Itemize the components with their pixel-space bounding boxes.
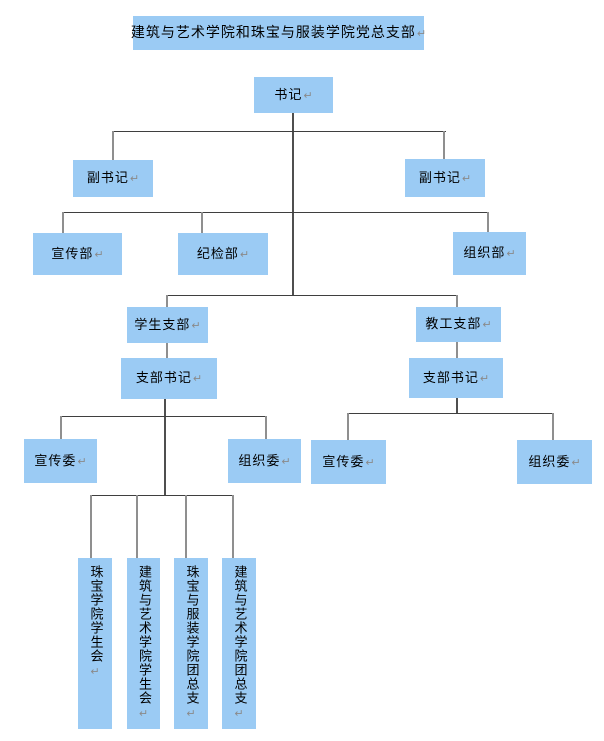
vertical-text: 珠宝与服装学院团总支 ↵ bbox=[183, 565, 199, 722]
paragraph-mark-icon: ↵ bbox=[482, 318, 492, 331]
connector-drop-jewelry-student-union bbox=[90, 495, 92, 558]
node-discipline-inspection-dept-label: 纪检部 bbox=[196, 246, 239, 262]
connector-drop-organization-dept bbox=[487, 212, 489, 232]
node-organization-dept: 组织部↵ bbox=[453, 232, 526, 275]
paragraph-mark-icon: ↵ bbox=[77, 454, 87, 468]
connector-rail-level3 bbox=[63, 212, 489, 213]
connector-drop-staff-propaganda bbox=[347, 413, 349, 440]
chart-title-label: 建筑与艺术学院和珠宝与服装学院党总支部 bbox=[130, 25, 416, 41]
paragraph-mark-icon: ↵ bbox=[571, 455, 581, 469]
node-arch-art-league-branch-label: 建筑与艺术学院团总支 bbox=[231, 565, 247, 705]
connector-rail-staff-committees bbox=[348, 413, 553, 414]
connector-drop-propaganda-dept bbox=[62, 212, 64, 233]
connector-spine-center bbox=[292, 113, 294, 296]
connector-rail-level2 bbox=[113, 131, 446, 132]
node-arch-art-student-union-label: 建筑与艺术学院学生会 bbox=[136, 565, 151, 705]
paragraph-mark-icon: ↵ bbox=[137, 707, 150, 722]
connector-drop-arch-art-league bbox=[232, 495, 234, 558]
paragraph-mark-icon: ↵ bbox=[365, 455, 375, 469]
node-deputy-secretary-right: 副书记↵ bbox=[405, 159, 485, 197]
node-staff-organization-member: 组织委↵ bbox=[517, 440, 592, 484]
paragraph-mark-icon: ↵ bbox=[192, 372, 203, 385]
paragraph-mark-icon: ↵ bbox=[479, 371, 490, 385]
vertical-text: 珠宝学院学生会 ↵ bbox=[87, 565, 103, 680]
paragraph-mark-icon: ↵ bbox=[303, 88, 313, 102]
paragraph-mark-icon: ↵ bbox=[129, 172, 140, 185]
connector-drop-deputy-right bbox=[443, 131, 445, 159]
node-secretary-label: 书记 bbox=[274, 87, 303, 103]
node-organization-dept-label: 组织部 bbox=[463, 246, 506, 261]
connector-drop-staff-organization bbox=[552, 413, 554, 440]
node-staff-propaganda-member: 宣传委↵ bbox=[311, 440, 386, 484]
node-staff-propaganda-member-label: 宣传委 bbox=[322, 454, 365, 470]
node-propaganda-dept-label: 宣传部 bbox=[51, 246, 94, 262]
connector-rail-bottom-groups bbox=[91, 495, 233, 496]
connector-drop-discipline-dept bbox=[201, 212, 203, 233]
connector-drop-arch-art-student-union bbox=[136, 495, 138, 558]
paragraph-mark-icon: ↵ bbox=[88, 665, 102, 680]
connector-drop-student-organization bbox=[265, 416, 267, 439]
node-discipline-inspection-dept: 纪检部↵ bbox=[178, 233, 268, 275]
paragraph-mark-icon: ↵ bbox=[184, 707, 198, 722]
vertical-text: 建筑与艺术学院学生会 ↵ bbox=[136, 565, 151, 722]
node-staff-branch-secretary-label: 支部书记 bbox=[422, 370, 479, 386]
connector-spine-staff-branch bbox=[456, 398, 458, 413]
node-student-organization-member-label: 组织委 bbox=[238, 453, 281, 469]
node-deputy-secretary-right-label: 副书记 bbox=[418, 170, 461, 186]
node-staff-branch-secretary: 支部书记↵ bbox=[409, 358, 503, 398]
node-student-branch: 学生支部↵ bbox=[127, 307, 208, 343]
node-student-organization-member: 组织委↵ bbox=[228, 439, 301, 483]
node-staff-branch-label: 教工支部 bbox=[425, 317, 482, 332]
paragraph-mark-icon: ↵ bbox=[461, 171, 472, 185]
paragraph-mark-icon: ↵ bbox=[416, 26, 427, 40]
paragraph-mark-icon: ↵ bbox=[191, 318, 201, 332]
node-jewelry-fashion-league-branch-label: 珠宝与服装学院团总支 bbox=[183, 565, 199, 705]
paragraph-mark-icon: ↵ bbox=[506, 247, 516, 260]
connector-rail-level4 bbox=[167, 295, 457, 296]
vertical-text: 建筑与艺术学院团总支 ↵ bbox=[231, 565, 247, 722]
node-jewelry-student-union-label: 珠宝学院学生会 bbox=[87, 565, 103, 663]
node-staff-branch: 教工支部↵ bbox=[416, 307, 501, 342]
connector-drop-student-propaganda bbox=[60, 416, 62, 439]
node-student-propaganda-member-label: 宣传委 bbox=[34, 453, 77, 469]
connector-drop-staff-branch bbox=[456, 295, 458, 308]
node-deputy-secretary-left-label: 副书记 bbox=[86, 171, 129, 186]
connector-drop-jewelry-fashion-league bbox=[185, 495, 187, 558]
paragraph-mark-icon: ↵ bbox=[232, 707, 246, 722]
paragraph-mark-icon: ↵ bbox=[239, 247, 250, 261]
node-jewelry-student-union: 珠宝学院学生会 ↵ bbox=[78, 558, 112, 729]
node-secretary: 书记↵ bbox=[254, 77, 333, 113]
chart-title: 建筑与艺术学院和珠宝与服装学院党总支部↵ bbox=[130, 16, 427, 50]
node-arch-art-student-union: 建筑与艺术学院学生会 ↵ bbox=[127, 558, 160, 729]
node-jewelry-fashion-league-branch: 珠宝与服装学院团总支 ↵ bbox=[174, 558, 208, 729]
node-student-propaganda-member: 宣传委↵ bbox=[24, 439, 97, 483]
paragraph-mark-icon: ↵ bbox=[281, 454, 291, 468]
node-student-branch-secretary-label: 支部书记 bbox=[135, 371, 192, 386]
connector-staff-branch-to-secretary bbox=[456, 342, 458, 358]
connector-student-branch-to-secretary bbox=[166, 343, 168, 358]
node-student-branch-secretary: 支部书记↵ bbox=[121, 358, 217, 399]
node-arch-art-league-branch: 建筑与艺术学院团总支 ↵ bbox=[222, 558, 256, 729]
connector-drop-deputy-left bbox=[112, 131, 114, 160]
paragraph-mark-icon: ↵ bbox=[94, 247, 104, 261]
connector-drop-student-branch bbox=[166, 295, 168, 307]
node-student-branch-label: 学生支部 bbox=[134, 317, 191, 333]
node-staff-organization-member-label: 组织委 bbox=[528, 454, 571, 470]
node-deputy-secretary-left: 副书记↵ bbox=[73, 160, 153, 197]
node-propaganda-dept: 宣传部↵ bbox=[33, 233, 122, 275]
connector-spine-student-branch bbox=[164, 399, 166, 495]
connector-rail-student-committees bbox=[61, 416, 266, 417]
